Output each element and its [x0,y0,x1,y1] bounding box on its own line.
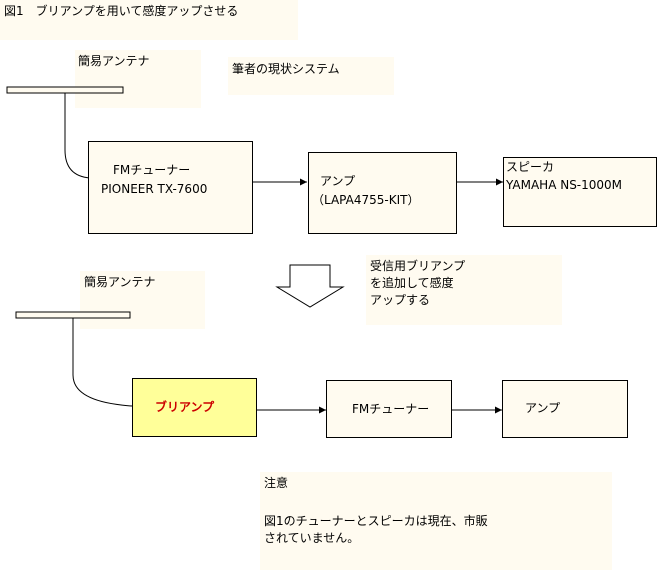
transition-note [366,255,562,325]
antenna-label-1: 簡易アンテナ [78,54,150,68]
title-note [0,0,298,40]
figure-title: 図1 ブリアンプを用いて感度アップさせる [4,4,239,18]
tuner-name: FMチューナー [113,163,191,177]
antenna-feed-1 [64,93,91,179]
preamp-label: ブリアンプ [155,400,215,414]
caption-note [228,57,394,95]
antenna-element-2 [15,311,131,319]
tuner-box-2 [326,380,452,438]
notice-line-2: されていません。 [264,531,360,545]
speaker-name: スピーカ [506,160,555,174]
amp-name: アンプ [320,174,356,188]
amp-box [308,152,457,234]
tuner-label-2: FMチューナー [352,402,430,416]
preamp-box [132,378,257,437]
speaker-box [503,157,657,227]
amp-box-2 [502,380,628,438]
transition-line-3: アップする [370,293,431,307]
down-arrow [275,264,345,308]
tuner-box [88,141,253,234]
transition-line-1: 受信用ブリアンプ [370,259,466,273]
notice-note [260,472,612,570]
antenna-label-2: 簡易アンテナ [84,275,156,289]
speaker-model: YAMAHA NS-1000M [506,178,623,192]
amp-label-2: アンプ [525,401,561,415]
tuner-model: PIONEER TX-7600 [101,182,208,196]
transition-line-2: を追加して感度 [370,276,454,290]
antenna-label-note-1 [75,50,201,108]
antenna-element-1 [6,86,124,94]
system-caption: 筆者の現状システム [232,62,340,76]
antenna-label-note-2 [80,271,205,329]
notice-line-1: 図1のチューナーとスピーカは現在、市販 [264,514,488,528]
notice-heading: 注意 [264,476,289,490]
antenna-feed-2 [72,318,133,407]
amp-model: （LAPA4755-KIT） [312,193,420,207]
